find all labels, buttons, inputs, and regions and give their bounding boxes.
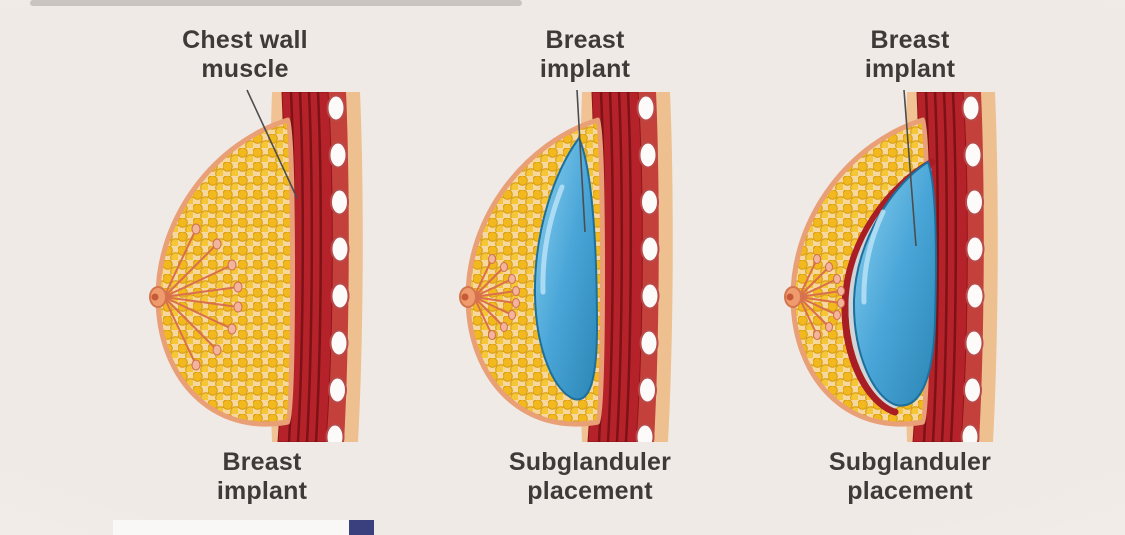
- label-line: Breast: [222, 448, 302, 476]
- label-chest-wall-muscle: Chest wall muscle: [120, 26, 370, 84]
- caption-subglandular-placement-right: Subglanduler placement: [785, 448, 1035, 506]
- label-line: placement: [527, 477, 653, 505]
- bottom-edge-artifact: [113, 520, 349, 535]
- caption-breast-implant: Breast implant: [137, 448, 387, 506]
- illustration-natural-breast: [149, 92, 365, 442]
- label-line: implant: [216, 477, 308, 505]
- label-line: placement: [847, 477, 973, 505]
- illustration-submuscular-implant: [784, 92, 1000, 442]
- nipple: [784, 286, 802, 308]
- label-line: Subglanduler: [508, 448, 672, 476]
- label-line: Subglanduler: [828, 448, 992, 476]
- label-line: Breast: [870, 26, 950, 54]
- label-breast-implant-right: Breast implant: [785, 26, 1035, 84]
- nipple: [149, 286, 167, 308]
- implant-highlight: [861, 209, 886, 305]
- label-line: implant: [864, 55, 956, 83]
- illustration-subglandular-implant: [459, 92, 675, 442]
- label-line: Chest wall: [182, 26, 308, 54]
- bottom-navy-square-artifact: [349, 520, 374, 535]
- label-line: Breast: [545, 26, 625, 54]
- breast-fat-tissue: [155, 117, 295, 427]
- cropped-text-artifact: [30, 0, 522, 6]
- label-breast-implant-middle: Breast implant: [460, 26, 710, 84]
- label-line: muscle: [201, 55, 289, 83]
- nipple: [459, 286, 477, 308]
- label-line: implant: [539, 55, 631, 83]
- implant-highlight: [540, 184, 565, 295]
- caption-subglandular-placement-middle: Subglanduler placement: [465, 448, 715, 506]
